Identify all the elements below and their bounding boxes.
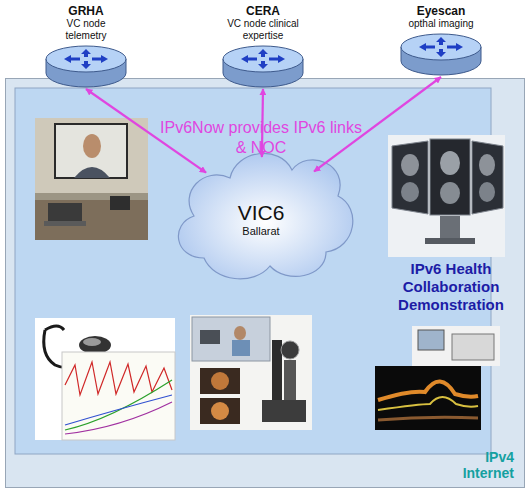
scan-image (401, 154, 419, 176)
scan-image (479, 154, 495, 176)
router-top (401, 34, 481, 60)
photo-frame (35, 318, 175, 440)
laptop-base (44, 221, 86, 226)
router-arrow (241, 55, 257, 63)
eye-image (211, 372, 229, 390)
node-caption: VC node clinical expertise (213, 18, 313, 42)
clinician-figure (232, 340, 250, 356)
oct-imaging-photo (375, 326, 500, 430)
cloud-caption: Ballarat (242, 225, 279, 238)
router-symbol (44, 45, 128, 89)
video-screen (55, 124, 127, 178)
oct-device (452, 334, 494, 360)
network-label: IPv4 Internet (452, 449, 514, 481)
node-caption: opthal imaging (401, 18, 481, 30)
retina-layer (378, 381, 478, 400)
photo-frame (412, 326, 500, 366)
camera-unit (110, 196, 130, 210)
router-arrow (436, 49, 446, 57)
router-symbol (399, 33, 483, 77)
eye-image (200, 368, 240, 394)
imaging-monitors (388, 135, 505, 257)
clinician-figure (234, 326, 246, 340)
stethoscope-chest (83, 338, 101, 346)
router-arrow (258, 61, 268, 69)
cloud-title: VIC6 (238, 201, 285, 225)
room-wall (35, 118, 148, 193)
slit-lamp (284, 360, 296, 400)
monitor-center (430, 139, 470, 215)
slit-lamp-base (262, 400, 306, 422)
trend-line (65, 380, 172, 430)
router-arrow (447, 43, 463, 51)
node-title: CERA (246, 4, 280, 18)
router-symbol (221, 45, 305, 89)
retina-layer (378, 417, 478, 420)
network-cloud: VIC6Ballarat (166, 136, 356, 286)
router-top (46, 46, 126, 72)
text-group: VIC6Ballarat (166, 136, 356, 286)
remote-face (83, 134, 101, 158)
link-note: IPv6Now provides IPv6 links & NOC (155, 118, 367, 158)
laptop-screen (48, 203, 82, 221)
screen-device (200, 330, 220, 344)
node-caption: VC node telemetry (55, 18, 117, 42)
eye-image (211, 402, 229, 420)
exam-screenshot (192, 317, 270, 361)
remote-body (74, 167, 110, 178)
node-title: GRHA (68, 4, 103, 18)
scan-image (401, 182, 419, 202)
monitor-left (392, 141, 428, 214)
router-arrow (92, 55, 108, 63)
router-arrow (269, 55, 285, 63)
monitor-right (472, 141, 503, 214)
photo-frame (388, 135, 505, 257)
scan-image (440, 151, 460, 175)
cloud-outline (178, 153, 352, 278)
router-arrow (258, 49, 268, 57)
slit-lamp (272, 340, 282, 400)
router-arrow (81, 49, 91, 57)
stand-base (425, 238, 475, 244)
scan-image (440, 182, 460, 204)
desk (35, 200, 148, 240)
video-conference-photo (35, 118, 148, 240)
router-node: Eyescanopthal imaging (395, 4, 487, 77)
stethoscope-ecg-photo (35, 318, 175, 440)
photo-frame (35, 118, 148, 240)
node-title: Eyescan (417, 4, 466, 18)
router-node: GRHAVC node telemetry (40, 4, 132, 89)
router-arrow (81, 61, 91, 69)
retina-layer (378, 397, 478, 410)
ecg-chart (62, 352, 175, 440)
stethoscope-chest (79, 336, 111, 354)
text-group: IPv4 Internet (452, 449, 514, 481)
slit-lamp (281, 341, 299, 359)
eye-exam-photo (190, 315, 312, 430)
oct-scan (375, 366, 481, 430)
scan-image (479, 182, 495, 202)
router-arrow (436, 37, 446, 45)
router-arrow (419, 43, 435, 51)
demo-heading: IPv6 Health Collaboration Demonstration (390, 260, 512, 314)
eye-image (200, 398, 240, 424)
equipment-screen (418, 330, 444, 350)
router-arrow (64, 55, 80, 63)
monitor-stand (440, 216, 460, 238)
router-top (223, 46, 303, 72)
router-node: CERAVC node clinical expertise (206, 4, 320, 89)
photo-frame (190, 315, 312, 430)
trend-line (65, 402, 172, 434)
